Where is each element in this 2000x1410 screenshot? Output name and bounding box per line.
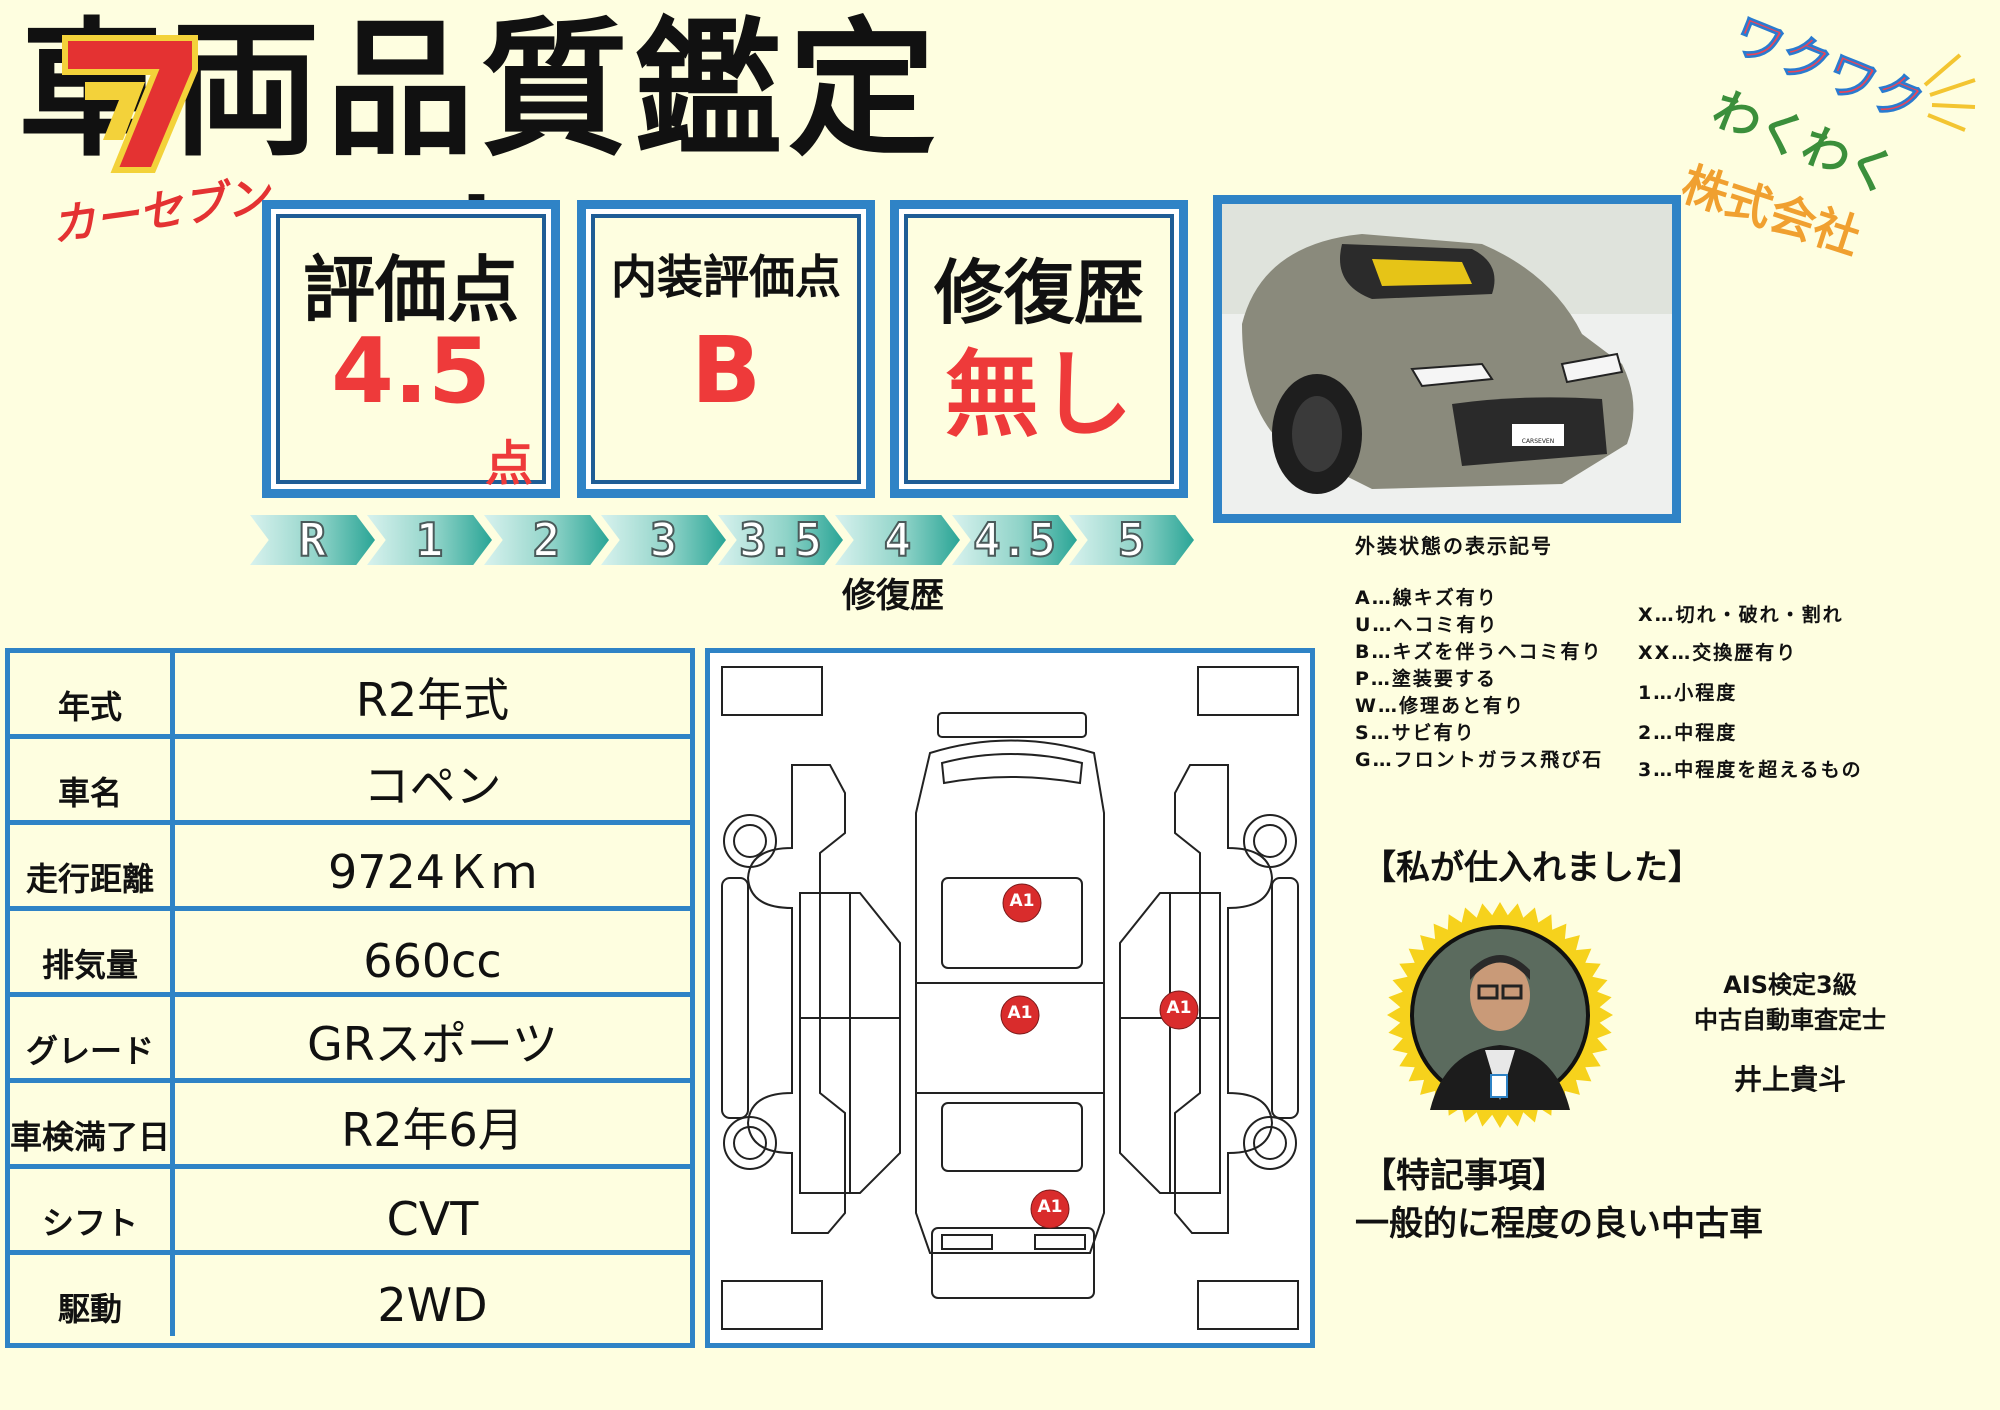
spec-key: グレード [10,997,175,1078]
repair-history-label: 修復歴 [934,252,1144,334]
legend-right-item: X…切れ・破れ・割れ [1638,604,1844,626]
spec-key-label: 年式 [57,688,122,726]
legend-left-item: B…キズを伴うヘコミ有り [1355,641,1603,663]
interior-rating-box: 内装評価点 B [577,200,875,498]
spec-value-label: 660cc [363,934,502,988]
spec-value-label: 9724Ｋｍ [327,845,538,899]
damage-badge-icon [1030,1189,1070,1229]
spec-key-label: シフト [41,1204,138,1242]
spec-row: 車名 コペン [10,739,690,825]
spec-row: 駆動 2WD [10,1255,690,1336]
spec-row: 年式 R2年式 [10,653,690,739]
spec-key: 走行距離 [10,825,175,906]
damage-mark-3: A1 [1157,988,1201,1036]
spec-value-label: 2WD [377,1278,488,1332]
spec-key: 年式 [10,653,175,734]
grade-step: 4 [835,515,960,565]
legend-left-item: U…ヘコミ有り [1355,614,1499,636]
legend-left-item: A…線キズ有り [1355,587,1498,609]
spec-value: コペン [175,739,690,820]
spec-value: GRスポーツ [175,997,690,1078]
spec-value: 660cc [175,911,690,992]
buyer-cert-2: 中古自動車査定士 [1694,1006,1886,1034]
license-plate: CARSEVEN [1521,438,1555,445]
avatar-starburst-icon [1387,902,1613,1128]
buyer-avatar [1385,900,1615,1130]
legend-left-item: G…フロントガラス飛び石 [1355,749,1604,771]
notes-text: 一般的に程度の良い中古車 [1355,1204,1763,1244]
spec-value: CVT [175,1169,690,1250]
wakuwaku-logo: ワクワク わくわく 株式会社 [1675,5,1980,265]
legend-right-item: 2…中程度 [1638,722,1738,744]
notes-heading: 【特記事項】 [1362,1156,1566,1196]
rating-label: 評価点 [302,248,519,332]
damage-mark-4: A1 [1028,1187,1072,1235]
spec-key: 車検満了日 [10,1083,175,1164]
damage-mark-1: A1 [1000,881,1044,929]
spec-value-label: コペン [363,759,502,813]
carseven-logo: カーセブン [45,30,273,252]
spec-key-label: グレード [25,1032,154,1070]
spec-key-label: 走行距離 [25,860,154,898]
car-photo: CARSEVEN [1213,195,1681,523]
spec-row: シフト CVT [10,1169,690,1255]
spec-key: 車名 [10,739,175,820]
damage-badge-icon [1002,883,1042,923]
spec-row: グレード GRスポーツ [10,997,690,1083]
sparkle-icon [1923,53,1976,132]
spec-key-label: 排気量 [41,946,138,984]
rating-box: 評価点 4.5 点 [262,200,560,498]
legend-left-item: P…塗装要する [1355,668,1497,690]
spec-key: 駆動 [10,1255,175,1336]
spec-key: 排気量 [10,911,175,992]
legend-left-item: W…修理あと有り [1355,695,1525,717]
grade-scale-caption: 修復歴 [842,576,944,616]
spec-value-label: GRスポーツ [307,1017,558,1071]
interior-rating-value: B [690,317,762,424]
spec-row: 排気量 660cc [10,911,690,997]
legend-right-item: 1…小程度 [1638,682,1738,704]
spec-key: シフト [10,1169,175,1250]
grade-step: R [250,515,375,565]
legend-right-item: 3…中程度を超えるもの [1638,759,1863,781]
spec-row: 走行距離 9724Ｋｍ [10,825,690,911]
repair-history-value: 無し [944,341,1133,450]
legend-title: 外装状態の表示記号 [1355,534,1553,558]
spec-value: R2年式 [175,653,690,734]
spec-value: 2WD [175,1255,690,1336]
legend-left-item: S…サビ有り [1355,722,1476,744]
grade-step: 2 [484,515,609,565]
grade-step: 3.5 [718,515,843,565]
spec-key-label: 車検満了日 [10,1118,171,1156]
spec-value: R2年6月 [175,1083,690,1164]
spec-value: 9724Ｋｍ [175,825,690,906]
interior-rating-label: 内装評価点 [611,250,841,304]
grade-step: 3 [601,515,726,565]
legend-right-item: XX…交換歴有り [1638,642,1798,664]
buyer-name: 井上貴斗 [1733,1063,1846,1096]
car-image [1222,204,1672,514]
repair-history-box: 修復歴 無し [890,200,1188,498]
buyer-heading: 【私が仕入れました】 [1362,848,1702,888]
damage-badge-icon [1159,990,1199,1030]
buyer-cert-1: AIS検定3級 [1723,971,1857,999]
spec-row: 車検満了日 R2年6月 [10,1083,690,1169]
damage-mark-2: A1 [998,993,1042,1041]
grade-step: 4.5 [952,515,1077,565]
spec-key-label: 車名 [57,774,122,812]
seven-mark-icon [62,35,198,173]
spec-value-label: R2年6月 [341,1103,524,1157]
damage-badge-icon [1000,995,1040,1035]
spec-value-label: R2年式 [355,673,510,727]
spec-value-label: CVT [386,1192,479,1246]
car-outline-diagram [721,666,1299,1330]
grade-step: 1 [367,515,492,565]
damage-diagram: A1 A1 A1 A1 [705,648,1315,1348]
grade-step: 5 [1069,515,1194,565]
rating-unit: 点 [484,436,533,492]
spec-key-label: 駆動 [57,1290,122,1328]
rating-value: 4.5 [331,319,491,424]
